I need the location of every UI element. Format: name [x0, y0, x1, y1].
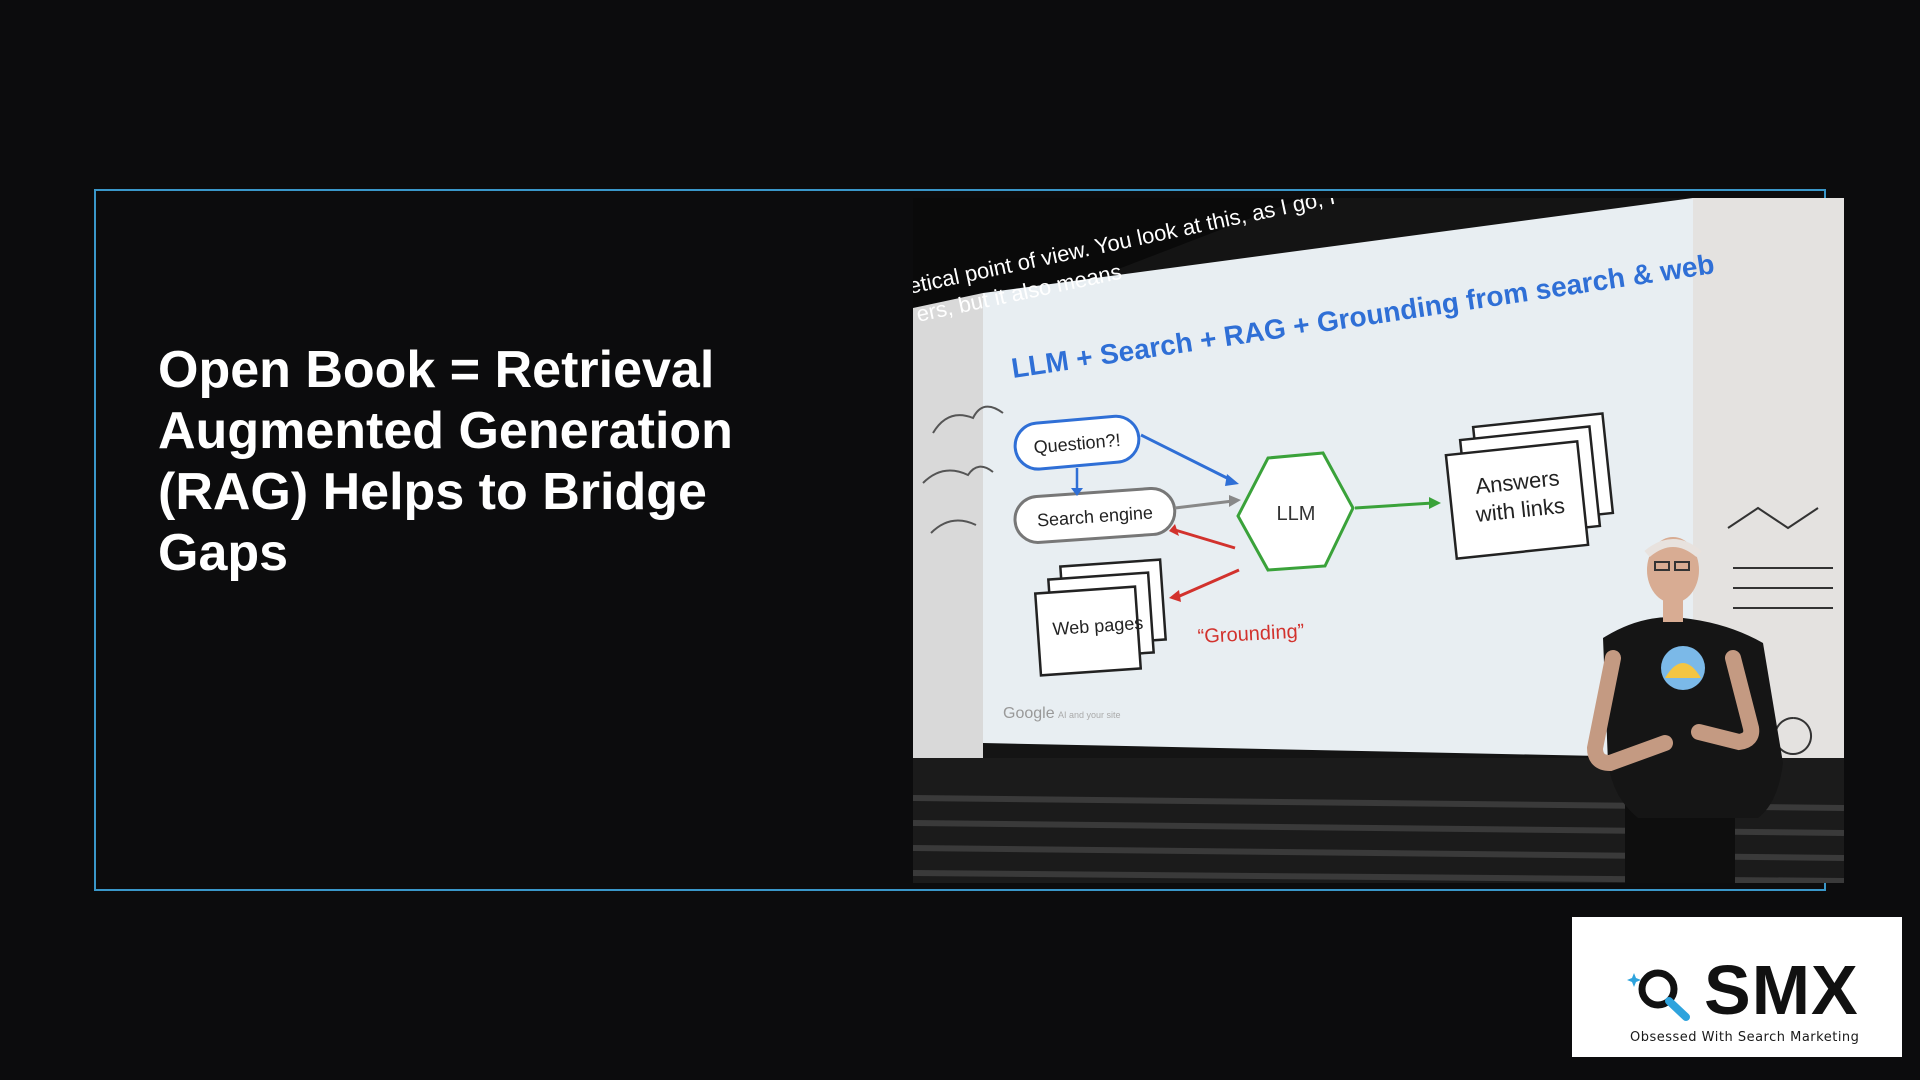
- smx-wordmark: SMX: [1704, 951, 1859, 1029]
- stage-photo: etical point of view. You look at this, …: [913, 198, 1844, 883]
- answers-node: [1444, 412, 1615, 560]
- search-engine-node: [1013, 486, 1177, 544]
- screen-footer-note: AI and your site: [1058, 710, 1121, 720]
- question-node: [1013, 414, 1141, 471]
- llm-node: [1236, 451, 1355, 572]
- webpages-node: [1033, 558, 1168, 677]
- smx-tagline: Obsessed With Search Marketing: [1630, 1030, 1860, 1045]
- llm-label: LLM: [1277, 503, 1316, 525]
- slide-title: Open Book = Retrieval Augmented Generati…: [158, 341, 733, 582]
- magnifier-icon: [1627, 969, 1690, 1021]
- smx-logo: SMX Obsessed With Search Marketing: [1572, 917, 1902, 1057]
- presenter: [1586, 537, 1783, 883]
- screen-footer-brand: Google: [1003, 705, 1055, 722]
